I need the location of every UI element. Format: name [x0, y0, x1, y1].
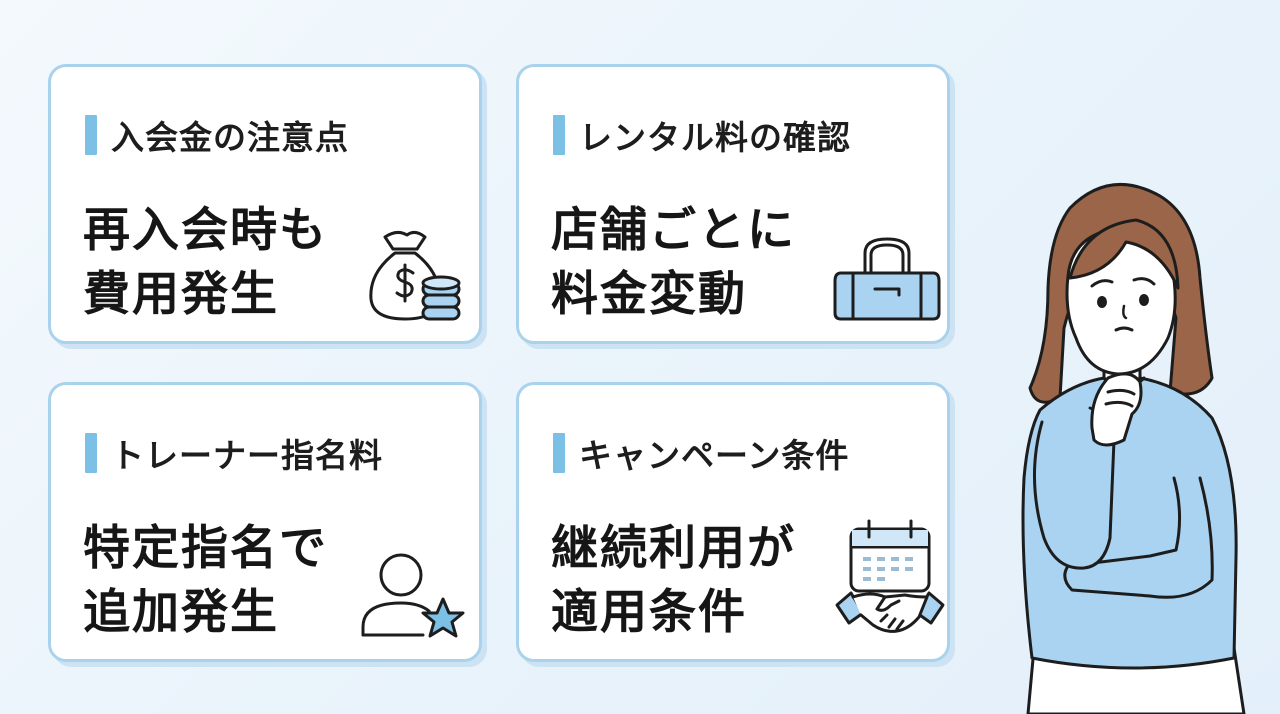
title-accent-bar [553, 433, 565, 473]
card-trainer-fee: トレーナー指名料 特定指名で 追加発生 [48, 382, 482, 662]
card-text-line-1: 再入会時も [83, 203, 328, 258]
card-title: トレーナー指名料 [111, 436, 383, 475]
gym-bag-icon [833, 237, 941, 321]
card-text-line-2: 追加発生 [83, 585, 279, 640]
card-text-line-1: 店舗ごとに [551, 203, 796, 258]
card-title: レンタル料の確認 [579, 118, 851, 157]
card-text-line-2: 料金変動 [551, 267, 747, 322]
card-text-line-2: 費用発生 [83, 267, 279, 322]
title-accent-bar [553, 115, 565, 155]
card-membership-fee: 入会金の注意点 再入会時も 費用発生 [48, 64, 482, 344]
card-text-line-1: 継続利用が [551, 521, 796, 576]
person-star-icon [361, 553, 465, 638]
card-campaign-conditions: キャンペーン条件 継続利用が 適用条件 [516, 382, 950, 662]
card-text-line-1: 特定指名で [83, 521, 328, 576]
money-bag-coins-icon [369, 230, 461, 321]
title-accent-bar [85, 433, 97, 473]
card-rental-fee: レンタル料の確認 店舗ごとに 料金変動 [516, 64, 950, 344]
card-title: 入会金の注意点 [111, 118, 349, 157]
thinking-woman-illustration [1021, 183, 1246, 714]
calendar-handshake-icon [835, 519, 945, 633]
card-title: キャンペーン条件 [579, 436, 850, 475]
card-text-line-2: 適用条件 [551, 585, 747, 640]
title-accent-bar [85, 115, 97, 155]
